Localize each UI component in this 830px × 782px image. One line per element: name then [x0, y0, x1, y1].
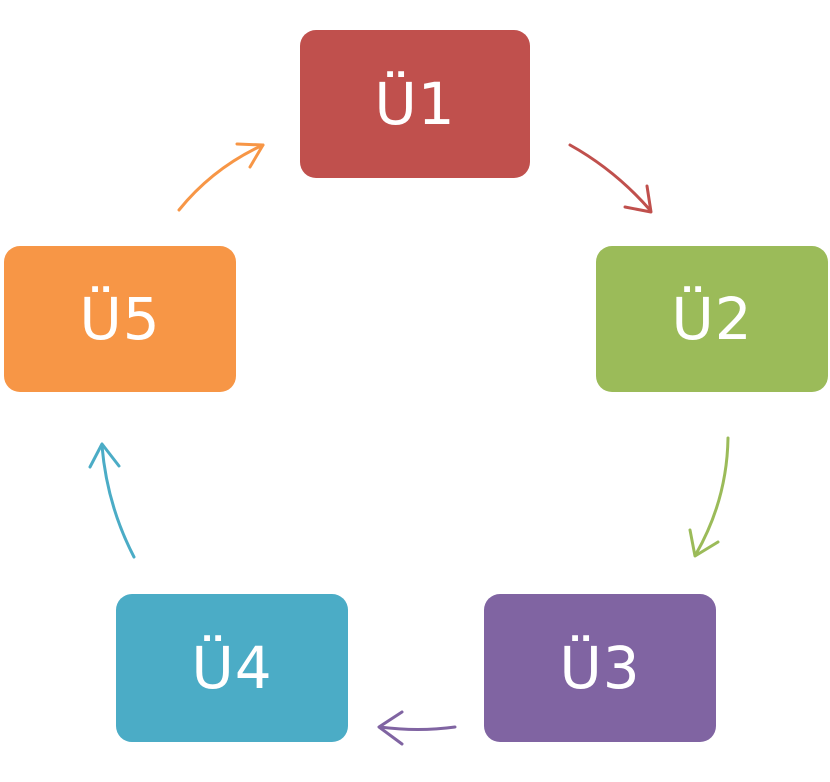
arrow-u3-to-u4	[377, 710, 457, 746]
arrow-u2-to-u3	[688, 436, 730, 558]
arrow-u1-to-u2	[568, 143, 653, 214]
arrow-u5-to-u1	[177, 142, 265, 212]
node-u5-label: Ü5	[79, 285, 161, 353]
node-u4: Ü4	[116, 594, 348, 742]
node-u5: Ü5	[4, 246, 236, 392]
node-u1: Ü1	[300, 30, 530, 178]
node-u3-label: Ü3	[559, 634, 641, 702]
node-u2-label: Ü2	[671, 285, 753, 353]
node-u3: Ü3	[484, 594, 716, 742]
node-u2: Ü2	[596, 246, 828, 392]
node-u4-label: Ü4	[191, 634, 273, 702]
node-u1-label: Ü1	[374, 70, 456, 138]
arrow-u4-to-u5	[88, 442, 136, 559]
